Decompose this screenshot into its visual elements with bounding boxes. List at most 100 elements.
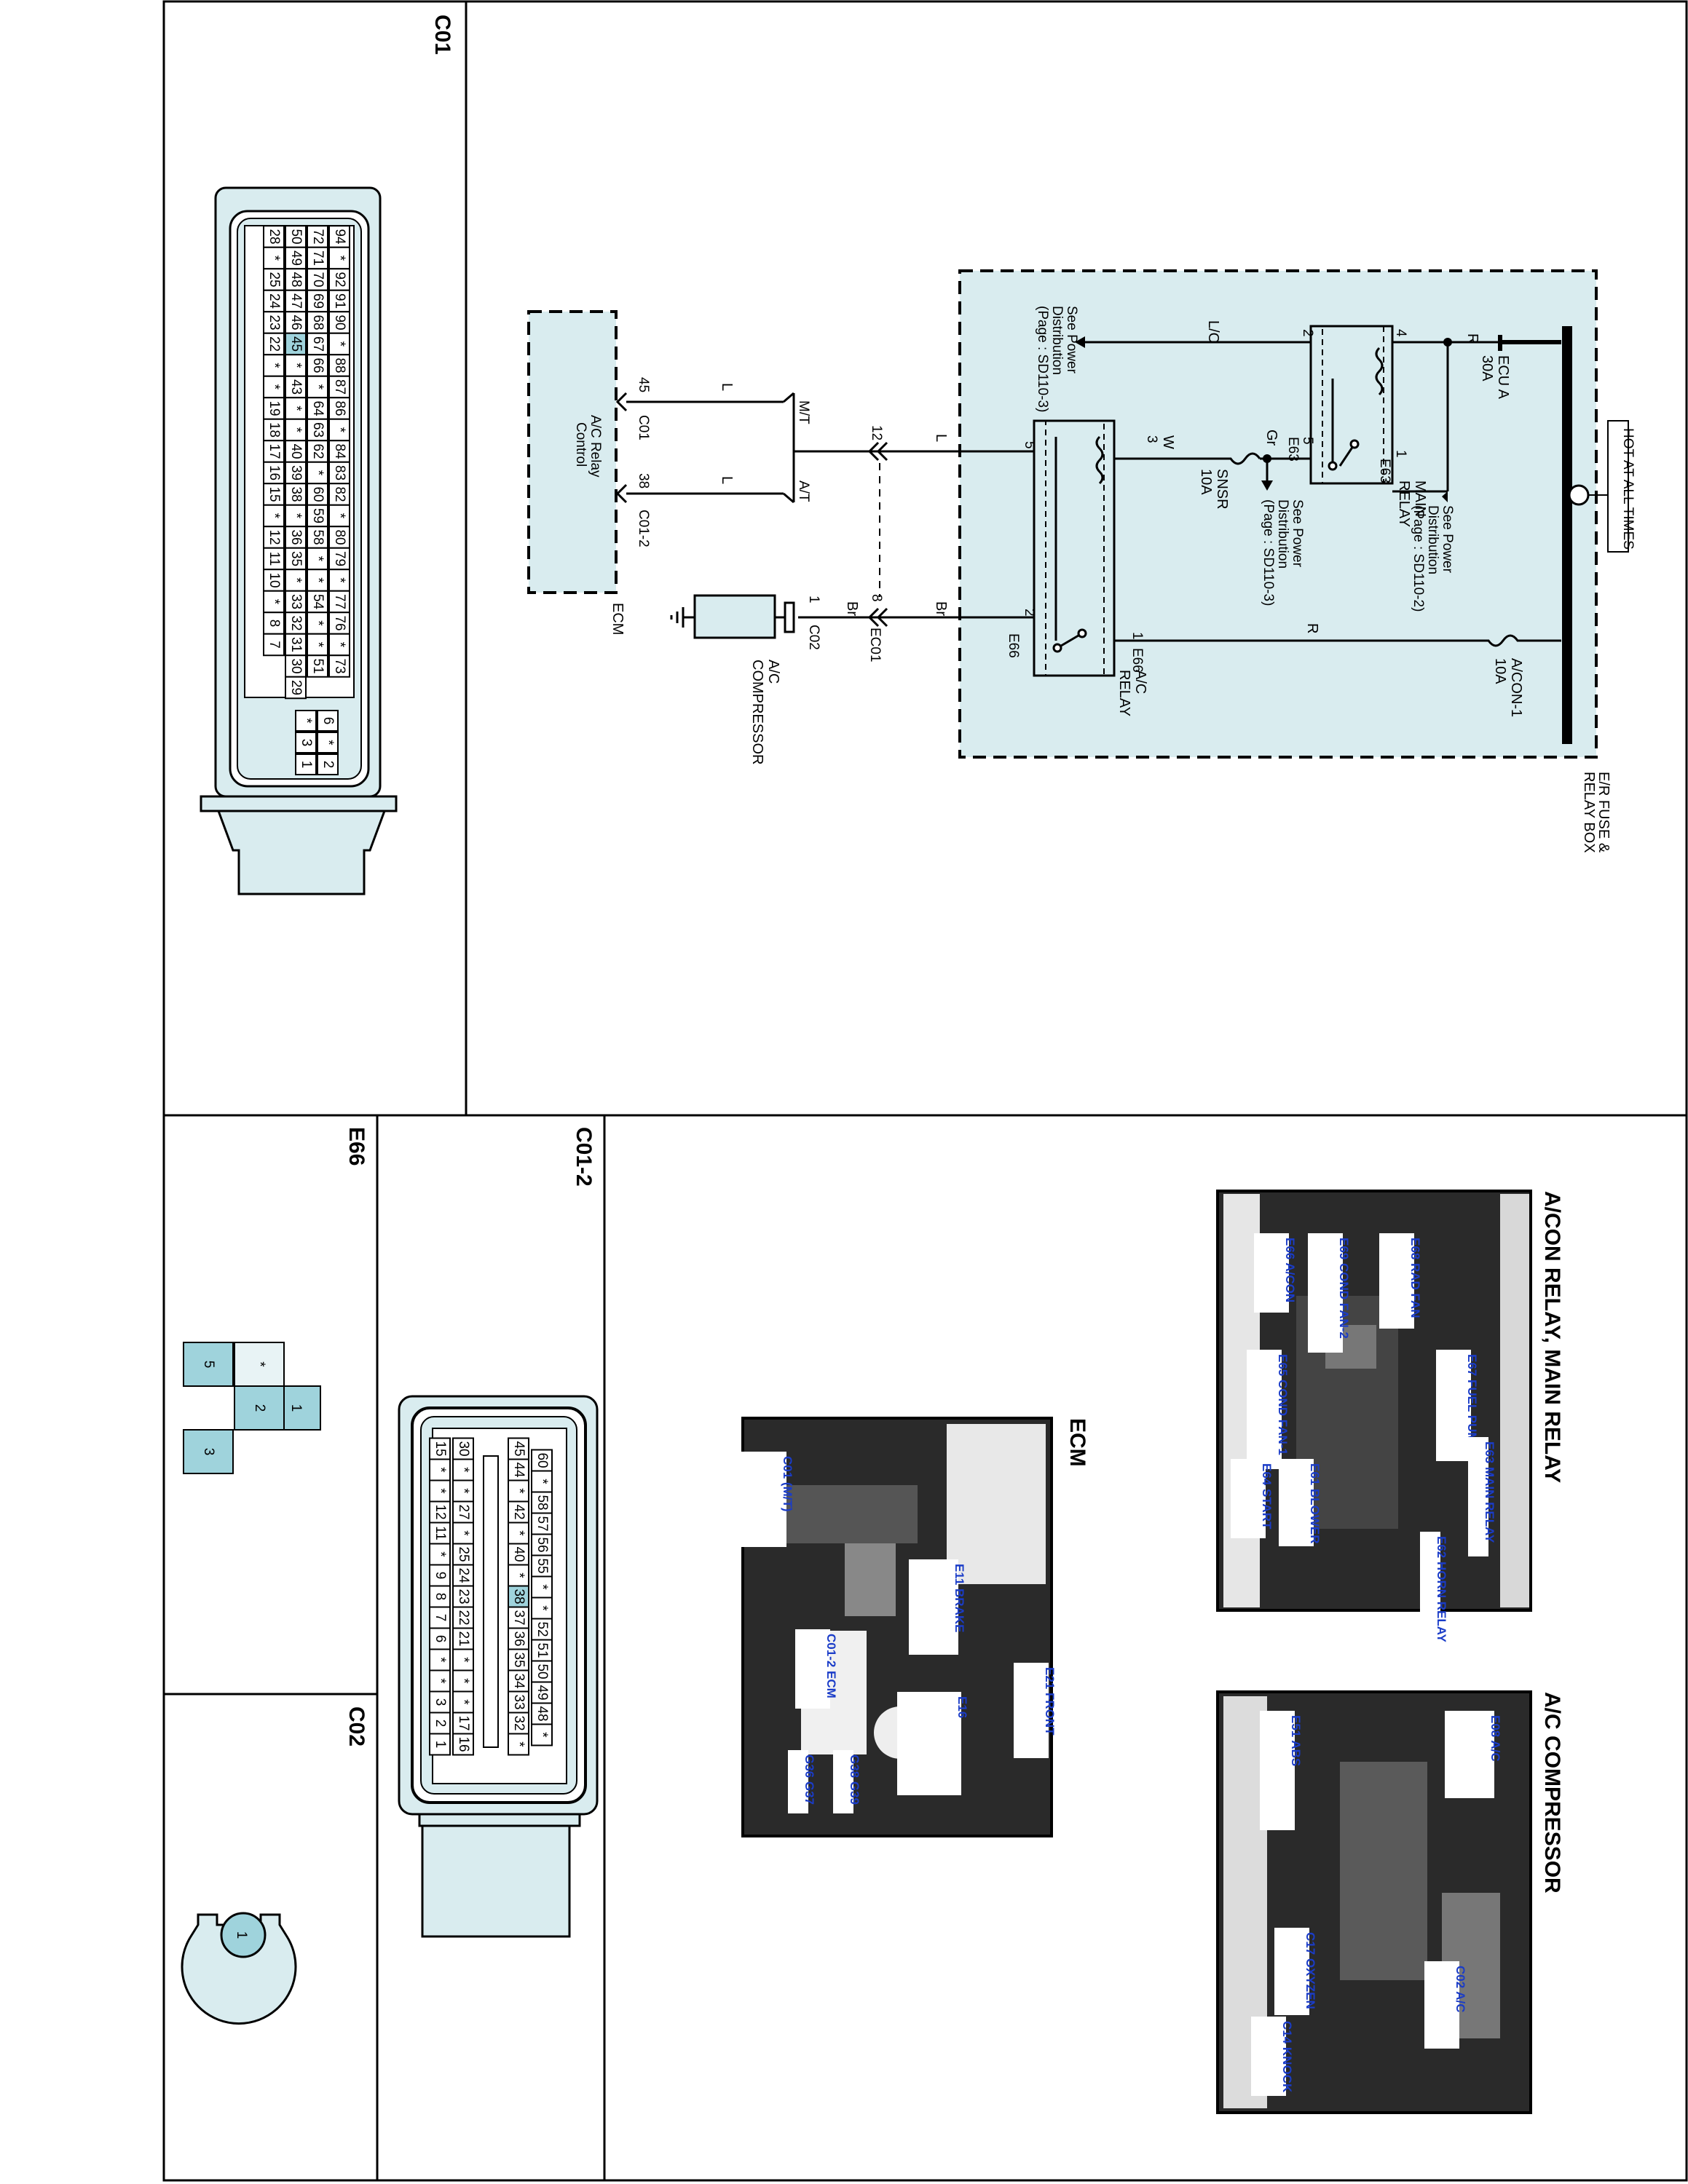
c01-2-pin-r2-9: 21 [452, 1627, 474, 1650]
c01-small-pin-0-0-label: 6 [320, 717, 336, 725]
c01-pin-r0-18: 76 [328, 612, 350, 635]
see-power-1-line2: Distribution [1425, 505, 1440, 574]
c01-2-pin-r1-9-label: 36 [511, 1631, 526, 1646]
c01-2-pin-r2-13-label: 17 [456, 1715, 471, 1730]
c01-2-pin-r0-1-label: * [535, 1479, 550, 1484]
c01-pin-r2-9: * [285, 418, 307, 442]
e63-pin-5: 5 [1300, 437, 1315, 445]
callout-compressor_photo-3-line-0: C17 OXYZEN [1304, 1932, 1317, 2009]
c01-small-pin-2-0-label: 2 [320, 761, 336, 769]
c01-2-pin-r1-12-label: 33 [511, 1694, 526, 1709]
c01-pin-r0-10: 84 [328, 440, 350, 463]
c01-2-pin-r2-14-label: 16 [456, 1736, 471, 1752]
c01-pin-r3-14: 12 [263, 526, 285, 549]
c01-pin-r3-16: 10 [263, 569, 285, 592]
c01-pin-r0-12: 82 [328, 483, 350, 506]
c01-pin-r0-16: * [328, 569, 350, 592]
callout-relay_photo-8-line-0: E62 HORN RELAY [1435, 1536, 1448, 1642]
c01-2-pin-r3-5-label: * [433, 1551, 448, 1557]
c01-2-pin-r3-1: * [429, 1458, 451, 1481]
c01-small-pin-1-1-label: 3 [299, 739, 314, 747]
c01-pin-r0-13-label: * [332, 513, 347, 519]
c01-2-pin-r0-13: * [531, 1723, 553, 1746]
c01-pin-r2-20: 30 [285, 654, 307, 678]
fuse-box-label-2: RELAY BOX [1581, 772, 1597, 853]
c01-pin-r3-15-label: 11 [267, 552, 282, 566]
e66-pin-1: 2 [234, 1385, 285, 1431]
c01-pin-r0-7: 87 [328, 375, 350, 399]
c01-pin-r0-8: 86 [328, 397, 350, 420]
callout-compressor_photo-3: C17 OXYZEN [1274, 1928, 1317, 2015]
c01-pin-r2-9-label: * [288, 427, 304, 433]
ec01-pin12-connector [867, 441, 888, 462]
callout-compressor_photo-0-line-0: E08 A/C [1488, 1715, 1502, 1762]
c01-2-pin-grid: 60*58575655**5251504948*4544*42*40*38373… [429, 1437, 553, 1756]
c01-2-pin-r2-5: 25 [452, 1543, 474, 1566]
callout-relay_photo-0: E69 COND FAN-2 [1308, 1233, 1351, 1353]
wire-br-label-1: Br [933, 601, 949, 616]
c01-pin-r1-18: * [307, 612, 328, 635]
ecm-conn-c01: C01 [636, 415, 651, 440]
c01-2-pin-r1-5-label: 40 [511, 1546, 526, 1562]
c01-pin-r0-18-label: 76 [332, 615, 347, 630]
see-power-3-line2: Distribution [1275, 499, 1290, 569]
ecm-pin-connectors [615, 392, 628, 504]
callout-relay_photo-1-line-0: E68 RAD FAN [1408, 1238, 1422, 1318]
ecu-a-fuse-label-2: 30A [1479, 355, 1495, 381]
c01-2-pin-r3-5: * [429, 1543, 451, 1566]
c01-pin-r3-1: * [263, 246, 285, 270]
e66-pin-2-label: * [252, 1361, 267, 1367]
c01-pin-r0-5: * [328, 332, 350, 356]
callout-relay_photo-6-line-0: E64 START [1260, 1463, 1274, 1530]
callout-ecm_photo-3: C01 (M/T) [737, 1452, 794, 1547]
ac-relay-symbol [1033, 419, 1116, 677]
c01-pin-r3-5-label: 22 [267, 336, 282, 352]
fuse-box-label-1: E/R FUSE & [1596, 772, 1612, 853]
c01-pin-r0-2-label: 92 [332, 272, 347, 287]
callout-relay_photo-6: E64 START [1231, 1459, 1274, 1538]
c01-pin-r1-14: 58 [307, 526, 328, 549]
c01-2-pin-r0-6: * [531, 1575, 553, 1599]
c01-pin-r0-11: 83 [328, 461, 350, 485]
c01-2-pin-r0-0-label: 60 [535, 1452, 550, 1468]
callout-compressor_photo-2-line-0: C02 A/C [1454, 1966, 1467, 2013]
relay-photo-title: A/CON RELAY, MAIN RELAY [1540, 1191, 1564, 1483]
c01-2-pin-r2-2: * [452, 1479, 474, 1503]
c01-2-pin-r3-11-label: * [433, 1678, 448, 1684]
c01-pin-r1-3-label: 69 [310, 293, 326, 309]
c01-pin-r1-11-label: * [310, 470, 326, 476]
c01-pin-r1-9: 63 [307, 418, 328, 442]
c01-pin-r2-12-label: 38 [288, 486, 304, 502]
e66-section-title: E66 [344, 1127, 368, 1166]
c01-pin-r3-12: 15 [263, 483, 285, 506]
c01-pin-r0-14-label: 80 [332, 529, 347, 545]
c01-2-pin-r1-1-label: 44 [511, 1462, 526, 1478]
e63-conn-label-top: E63 [1377, 459, 1392, 483]
c01-2-pin-r1-6-label: * [511, 1572, 526, 1578]
ecm-conn-c01-2: C01-2 [636, 510, 651, 547]
c01-pin-r2-2: 48 [285, 268, 307, 291]
c01-pin-r1-4: 68 [307, 311, 328, 334]
wire-l-label-1: L [933, 434, 949, 442]
c01-2-pin-r0-6-label: * [535, 1584, 550, 1590]
c01-2-pin-r1-10: 35 [508, 1648, 529, 1671]
c01-pin-r1-17-label: 54 [310, 594, 326, 610]
c01-pin-r2-19: 31 [285, 633, 307, 657]
c01-2-pin-r0-3-label: 57 [535, 1516, 550, 1531]
c01-pin-r0-1-label: * [332, 256, 347, 261]
c01-2-pin-r3-2-label: * [433, 1488, 448, 1494]
page-frame [162, 0, 1688, 2182]
c01-pin-r2-0-label: 50 [288, 229, 304, 244]
c01-2-pin-r1-5: 40 [508, 1543, 529, 1566]
c01-pin-r3-0-label: 28 [267, 229, 282, 244]
c01-pin-r2-8-label: * [288, 405, 304, 411]
c01-2-pin-r1-14: * [508, 1733, 529, 1756]
compressor-conn-label: C02 [806, 625, 821, 650]
c01-2-pin-r2-0: 30 [452, 1437, 474, 1460]
c01-pin-r1-10-label: 62 [310, 443, 326, 459]
c01-pin-r1-20: 51 [307, 654, 328, 678]
c01-pin-r3-7-label: * [267, 384, 282, 390]
c01-pin-r3-5: 22 [263, 332, 285, 356]
c01-2-pin-r3-13: 2 [429, 1712, 451, 1735]
e63-conn-label-bottom: E63 [1285, 437, 1301, 462]
